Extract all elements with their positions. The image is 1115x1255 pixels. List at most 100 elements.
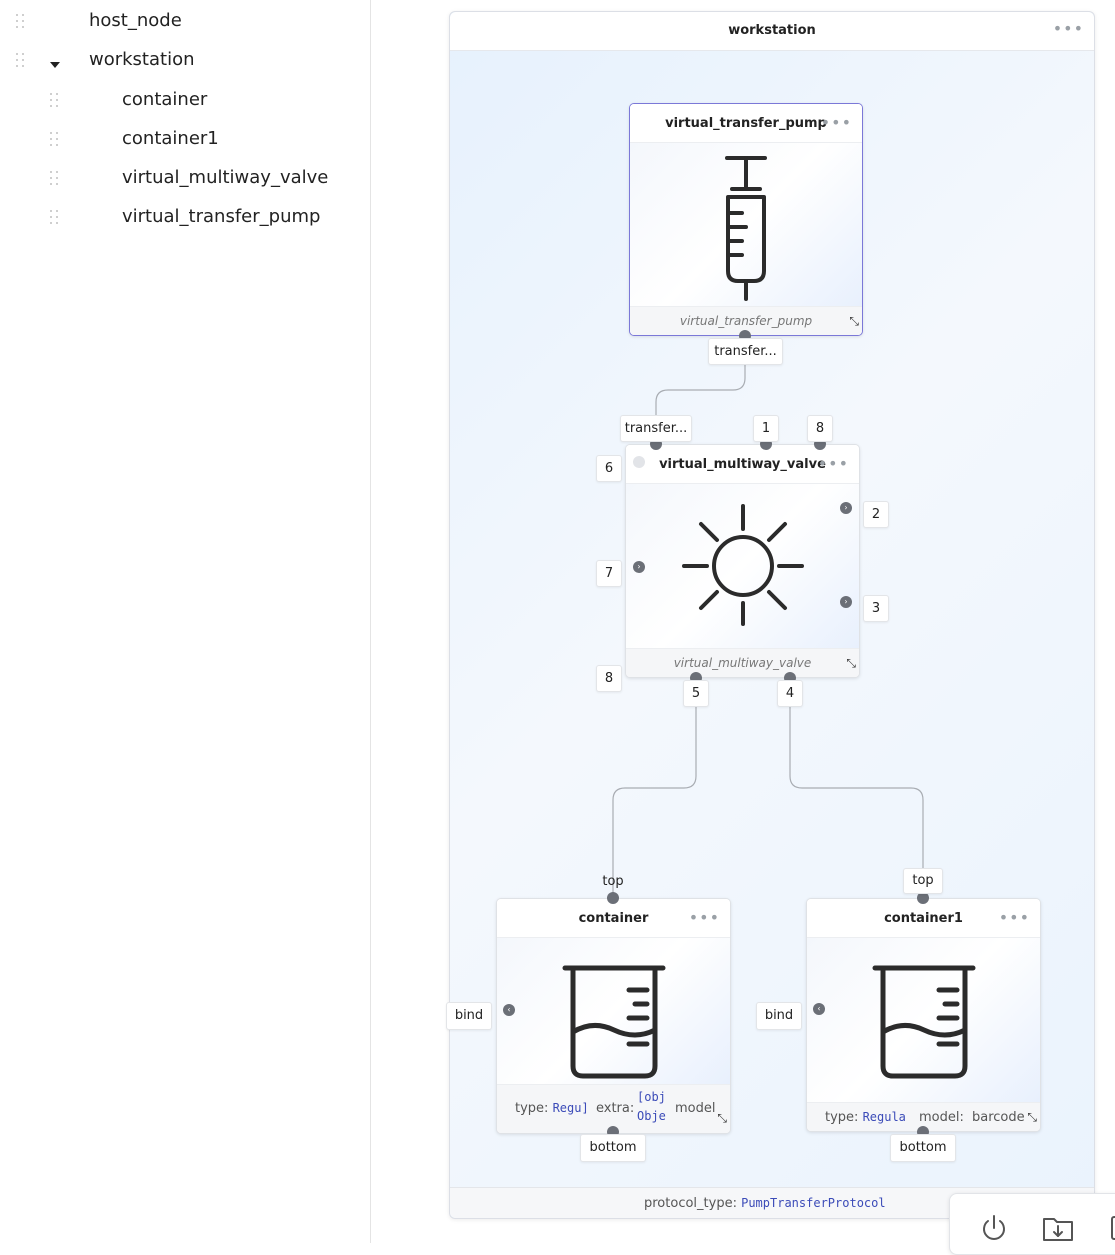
node-footer: type: Regu] extra: [obj Obje model ⤡ — [497, 1084, 730, 1133]
protocol-type-value: PumpTransferProtocol — [741, 1196, 886, 1210]
beaker-icon — [562, 965, 666, 1079]
drag-handle-icon[interactable] — [16, 53, 26, 69]
power-icon[interactable] — [979, 1213, 1009, 1243]
tree-item-workstation[interactable]: workstation — [0, 46, 370, 76]
resize-handle-icon[interactable]: ⤡ — [849, 314, 859, 328]
tree-item-label: container — [122, 89, 208, 110]
tree-item-label: virtual_multiway_valve — [122, 167, 329, 188]
tree-item-container1[interactable]: container1 — [0, 125, 370, 155]
edge-valve-to-container1 — [789, 678, 924, 896]
valve-port-6-handle[interactable] — [633, 456, 645, 468]
field-key: model — [675, 1101, 716, 1116]
more-options-icon[interactable]: ••• — [1052, 19, 1084, 38]
node-header: virtual_multiway_valve ••• — [626, 445, 859, 484]
pump-port-label: transfer... — [708, 338, 783, 365]
valve-port-1-label: 1 — [753, 415, 779, 442]
valve-port-7-label: 7 — [596, 560, 622, 587]
tree-sidebar: host_node workstation container containe… — [0, 0, 371, 1243]
node-title: virtual_multiway_valve — [659, 457, 826, 472]
valve-port-6-label: 6 — [596, 455, 622, 482]
container-node[interactable]: container ••• type: Regu] extra: [obj — [496, 898, 731, 1134]
valve-port-8-top-label: 8 — [807, 415, 833, 442]
drag-handle-icon[interactable] — [50, 93, 60, 109]
container-bind-handle[interactable]: ‹ — [503, 1004, 515, 1016]
field-key: type: — [515, 1101, 549, 1116]
tree-item-label: container1 — [122, 128, 219, 149]
node-title: container1 — [884, 911, 963, 926]
group-header: workstation ••• — [450, 12, 1094, 51]
drag-handle-icon[interactable] — [16, 14, 26, 30]
container1-bind-handle[interactable]: ‹ — [813, 1003, 825, 1015]
valve-port-8-left-label: 8 — [596, 665, 622, 692]
node-header: container ••• — [497, 899, 730, 938]
container-top-handle[interactable] — [607, 892, 619, 904]
more-options-icon[interactable]: ••• — [998, 908, 1030, 927]
field-value: Regu] — [552, 1101, 589, 1115]
container-bottom-label: bottom — [580, 1134, 646, 1162]
protocol-type-field: protocol_type: PumpTransferProtocol — [644, 1196, 886, 1211]
group-title: workstation — [728, 23, 816, 38]
field-value: Regula — [862, 1110, 906, 1124]
caret-down-icon[interactable] — [50, 62, 60, 68]
field-key: extra: — [596, 1101, 635, 1116]
valve-port-3-handle[interactable]: › — [840, 596, 852, 608]
more-options-icon[interactable]: ••• — [817, 454, 849, 473]
container1-bottom-label: bottom — [890, 1134, 956, 1162]
tree-item-container[interactable]: container — [0, 86, 370, 116]
more-options-icon[interactable]: ••• — [688, 908, 720, 927]
container1-top-label: top — [903, 868, 943, 894]
container-model-key: model — [675, 1101, 715, 1116]
pump-node[interactable]: virtual_transfer_pump ••• virtual_transf… — [629, 103, 863, 336]
container1-top-handle[interactable] — [917, 892, 929, 904]
folder-download-icon[interactable] — [1042, 1213, 1074, 1243]
canvas-toolbar — [949, 1193, 1115, 1255]
node-body — [626, 484, 859, 649]
field-value: [obj — [637, 1090, 666, 1104]
node-footer: virtual_multiway_valve ⤡ — [626, 648, 859, 677]
node-title: container — [578, 911, 649, 926]
edge-pump-to-valve — [655, 336, 746, 444]
node-footer: virtual_transfer_pump ⤡ — [630, 306, 862, 335]
edge-valve-to-container — [612, 678, 697, 896]
container1-type-field: type: Regula — [825, 1110, 906, 1125]
field-key: barcode — [972, 1110, 1025, 1125]
resize-handle-icon[interactable]: ⤡ — [1027, 1110, 1037, 1124]
resize-handle-icon[interactable]: ⤡ — [717, 1111, 727, 1125]
field-value: Obje — [637, 1109, 666, 1123]
tree-item-host-node[interactable]: host_node — [0, 7, 370, 37]
protocol-type-key: protocol_type: — [644, 1196, 737, 1211]
valve-port-2-handle[interactable]: › — [840, 502, 852, 514]
valve-port-7-handle[interactable]: › — [633, 561, 645, 573]
container1-node[interactable]: container1 ••• type: Regula model: barco… — [806, 898, 1041, 1132]
node-type-label: virtual_multiway_valve — [673, 656, 812, 670]
tree-item-label: host_node — [89, 10, 182, 31]
tree-item-virtual-multiway-valve[interactable]: virtual_multiway_valve — [0, 164, 370, 194]
valve-port-transfer-label: transfer... — [620, 415, 692, 442]
valve-port-2-label: 2 — [863, 501, 889, 528]
field-key: type: — [825, 1110, 859, 1125]
container-extra-value-1: [obj — [637, 1090, 666, 1105]
container-extra-key: extra: — [596, 1101, 634, 1116]
syringe-icon — [725, 156, 767, 301]
container1-barcode-key: barcode — [972, 1110, 1025, 1125]
more-options-icon[interactable]: ••• — [820, 113, 852, 132]
node-body — [630, 143, 862, 307]
tree-item-label: virtual_transfer_pump — [122, 206, 321, 227]
valve-port-3-label: 3 — [863, 595, 889, 622]
resize-handle-icon[interactable]: ⤡ — [846, 656, 856, 670]
drag-handle-icon[interactable] — [50, 210, 60, 226]
drag-handle-icon[interactable] — [50, 132, 60, 148]
tree-item-label: workstation — [89, 49, 195, 70]
partial-toolbar-icon[interactable] — [1110, 1213, 1115, 1243]
valve-port-4-label: 4 — [777, 680, 803, 707]
valve-port-5-label: 5 — [683, 680, 709, 707]
tree-item-virtual-transfer-pump[interactable]: virtual_transfer_pump — [0, 203, 370, 233]
node-header: virtual_transfer_pump ••• — [630, 104, 862, 143]
drag-handle-icon[interactable] — [50, 171, 60, 187]
container-extra-value-2: Obje — [637, 1109, 666, 1124]
container1-model-key: model: — [919, 1110, 964, 1125]
container1-bind-label: bind — [756, 1002, 802, 1030]
valve-node[interactable]: virtual_multiway_valve ••• virtual_multi… — [625, 444, 860, 678]
container-type-field: type: Regu] — [515, 1101, 589, 1116]
